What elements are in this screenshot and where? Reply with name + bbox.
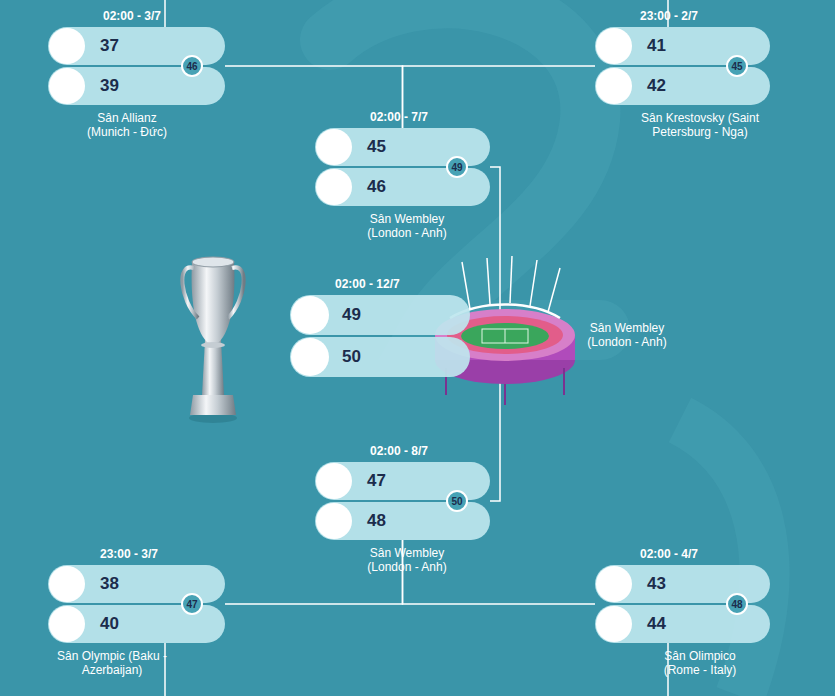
match-group: 02:00 - 7/7Sân Wembley (London - Anh)454… <box>315 128 490 206</box>
match-time: 23:00 - 3/7 <box>100 547 158 561</box>
match-number: 45 <box>728 61 746 72</box>
venue-name: Sân Wembley (London - Anh) <box>357 546 457 574</box>
team-flag-circle <box>596 68 632 104</box>
match-number: 46 <box>183 61 201 72</box>
match-number: 47 <box>183 599 201 610</box>
bracket-connector <box>403 66 596 128</box>
match-reference: 40 <box>100 614 119 634</box>
team-flag-circle <box>49 566 85 602</box>
team-flag-circle <box>596 28 632 64</box>
match-time: 23:00 - 2/7 <box>640 9 698 23</box>
match-number-badge: 49 <box>446 156 468 178</box>
match-number-badge: 46 <box>181 55 203 77</box>
match-group: 02:00 - 3/7Sân Allianz (Munich - Đức)373… <box>48 27 225 105</box>
match-reference: 39 <box>100 76 119 96</box>
venue-name: Sân Wembley (London - Anh) <box>357 212 457 240</box>
team-flag-circle <box>596 566 632 602</box>
match-reference: 46 <box>367 177 386 197</box>
trophy <box>182 257 243 423</box>
bracket-line <box>164 0 166 27</box>
venue-name: Sân Olympic (Baku - Azerbaijan) <box>52 649 172 677</box>
match-group: 23:00 - 2/7Sân Krestovsky (Saint Petersb… <box>595 27 770 105</box>
team-flag-circle <box>316 129 352 165</box>
match-number-badge: 47 <box>181 593 203 615</box>
venue-name: Sân Wembley (London - Anh) <box>577 321 677 349</box>
match-time: 02:00 - 3/7 <box>103 9 161 23</box>
match-group: 23:00 - 3/7Sân Olympic (Baku - Azerbaija… <box>48 565 225 643</box>
match-number: 49 <box>448 162 466 173</box>
venue-name: Sân Krestovsky (Saint Petersburg - Nga) <box>625 111 775 139</box>
venue-name: Sân Allianz (Munich - Đức) <box>77 111 177 139</box>
match-reference: 42 <box>647 76 666 96</box>
team-flag-circle <box>596 606 632 642</box>
team-flag-circle <box>49 68 85 104</box>
team-slot: 49 <box>290 295 470 335</box>
team-flag-circle <box>316 169 352 205</box>
match-group: 02:00 - 8/7Sân Wembley (London - Anh)474… <box>315 462 490 540</box>
match-reference: 50 <box>342 347 361 367</box>
match-time: 02:00 - 12/7 <box>335 277 400 291</box>
team-flag-circle <box>316 463 352 499</box>
match-number-badge: 45 <box>726 55 748 77</box>
match-time: 02:00 - 4/7 <box>640 547 698 561</box>
match-number: 48 <box>728 599 746 610</box>
match-reference: 47 <box>367 471 386 491</box>
team-flag-circle <box>291 338 329 376</box>
match-reference: 43 <box>647 574 666 594</box>
team-flag-circle <box>49 28 85 64</box>
match-number: 50 <box>448 496 466 507</box>
match-reference: 38 <box>100 574 119 594</box>
team-flag-circle <box>49 606 85 642</box>
venue-name: Sân Olimpico (Rome - Italy) <box>645 649 755 677</box>
match-reference: 45 <box>367 137 386 157</box>
team-slot: 50 <box>290 337 470 377</box>
match-time: 02:00 - 7/7 <box>370 110 428 124</box>
match-reference: 49 <box>342 305 361 325</box>
team-flag-circle <box>291 296 329 334</box>
match-group: 02:00 - 12/7Sân Wembley (London - Anh)49… <box>290 295 470 377</box>
match-reference: 48 <box>367 511 386 531</box>
match-reference: 37 <box>100 36 119 56</box>
match-reference: 41 <box>647 36 666 56</box>
match-group: 02:00 - 4/7Sân Olimpico (Rome - Italy)43… <box>595 565 770 643</box>
match-time: 02:00 - 8/7 <box>370 444 428 458</box>
match-number-badge: 48 <box>726 593 748 615</box>
match-reference: 44 <box>647 614 666 634</box>
match-number-badge: 50 <box>446 490 468 512</box>
team-flag-circle <box>316 503 352 539</box>
